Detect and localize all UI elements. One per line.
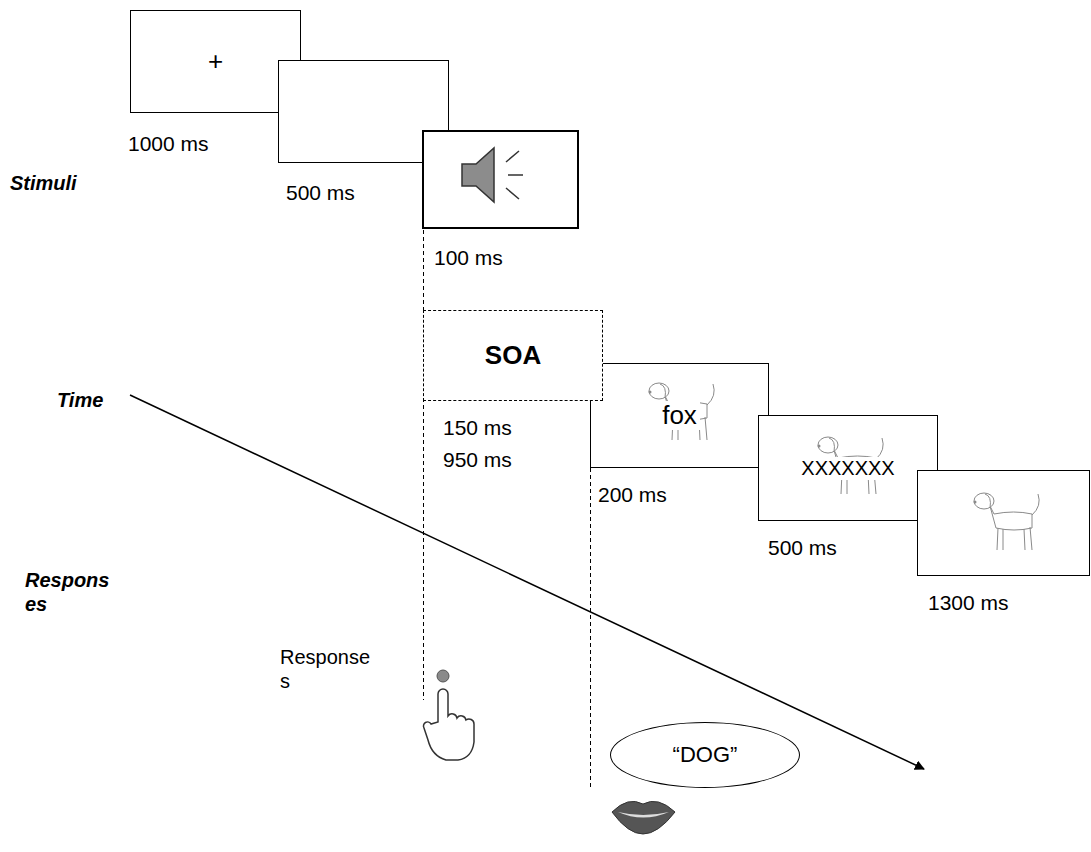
duration-label: 100 ms [434,245,503,270]
fixation-frame [131,11,301,113]
touch-dot [437,670,449,682]
time-arrow [130,395,924,769]
node-text: “DOG” [673,742,738,767]
response-label: Response s [280,645,377,693]
node-text: XXXXXXX [798,457,897,480]
node-text: fox [659,401,700,431]
duration-label: 500 ms [286,180,355,205]
mouth-teeth [618,812,669,818]
row-label: Time [57,388,103,412]
duration-label: 200 ms [598,482,667,507]
row-label: Respons es [25,568,119,616]
fixation-frame-text: + [131,11,300,112]
audio-frame [423,131,578,228]
picture-word-frame [591,364,769,468]
picture-frame [918,471,1090,576]
node-text: + [208,47,223,77]
mask-frame-text: XXXXXXX [759,416,937,520]
soa-value: 150 ms [443,415,512,440]
hand-icon [423,689,474,760]
soa-box: SOA [423,310,603,401]
speech-bubble: “DOG” [610,722,800,788]
duration-label: 1000 ms [128,131,209,156]
soa-value: 950 ms [443,447,512,472]
sound-waves [506,151,523,199]
node-text: SOA [485,341,541,371]
mask-frame [759,416,938,521]
picture-onset-guide [590,468,591,790]
duration-label: 1300 ms [928,590,1009,615]
speaker-icon [462,148,494,202]
duration-label: 500 ms [768,535,837,560]
dog-drawing [974,493,1040,550]
dog-drawing [649,383,715,440]
picture-word-frame-text: fox [591,364,768,467]
mouth-icon [612,801,675,834]
row-label: Stimuli [10,171,77,195]
onset-guide [423,230,424,700]
